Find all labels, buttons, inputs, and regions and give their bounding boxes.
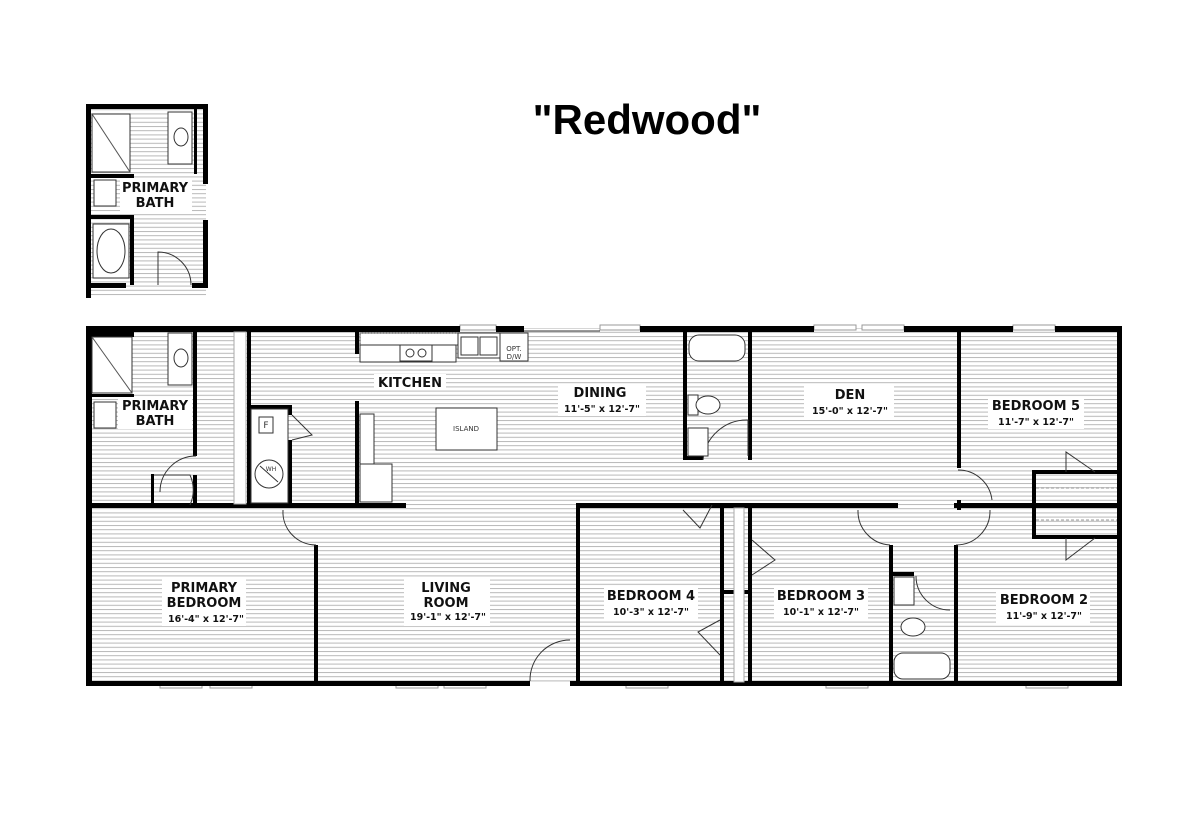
room-size: 19'-1" x 12'-7" xyxy=(410,612,486,623)
room-size: 16'-4" x 12'-7" xyxy=(168,614,244,625)
furnace-label: F xyxy=(263,421,268,431)
pantry-icon xyxy=(359,413,375,465)
room-name: ROOM xyxy=(423,596,468,611)
water-heater-label: WH xyxy=(266,466,276,473)
toilet-icon xyxy=(93,401,117,429)
room-name: KITCHEN xyxy=(378,376,442,391)
room-size: 11'-7" x 12'-7" xyxy=(998,417,1074,428)
room-primary-bedroom: PRIMARY BEDROOM 16'-4" x 12'-7" xyxy=(162,579,246,626)
room-primary-bath: PRIMARY BATH xyxy=(118,397,192,429)
room-kitchen: KITCHEN xyxy=(374,374,446,391)
inset-room-name-line1: PRIMARY xyxy=(122,181,189,196)
inset-room-name-line2: BATH xyxy=(136,196,175,211)
room-bedroom-2: BEDROOM 2 11'-9" x 12'-7" xyxy=(996,591,1090,623)
island-label: ISLAND xyxy=(453,425,479,433)
plan-title: "Redwood" xyxy=(532,96,762,143)
refrigerator-icon xyxy=(359,463,393,503)
room-size: 15'-0" x 12'-7" xyxy=(812,406,888,417)
sink-icon xyxy=(893,576,915,606)
room-bedroom-3: BEDROOM 3 10'-1" x 12'-7" xyxy=(774,587,868,619)
room-name: BEDROOM xyxy=(167,596,242,611)
kitchen-counter xyxy=(359,332,459,346)
room-name: PRIMARY xyxy=(171,581,238,596)
bathtub-icon xyxy=(893,652,951,680)
sink-icon xyxy=(687,427,709,457)
range-icon xyxy=(399,344,433,362)
room-size: 10'-1" x 12'-7" xyxy=(783,607,859,618)
room-name: DEN xyxy=(835,388,866,403)
inset-primary-bath: PRIMARY BATH xyxy=(86,104,208,298)
dishwasher xyxy=(499,332,529,362)
main-floor-plan: OPT. D/W ISLAND F WH PRIMARY BATH KITCHE… xyxy=(86,324,1122,689)
wall xyxy=(88,503,406,508)
room-name: PRIMARY xyxy=(122,399,189,414)
room-bedroom-5: BEDROOM 5 11'-7" x 12'-7" xyxy=(988,397,1084,429)
room-name: LIVING xyxy=(421,581,471,596)
furnace-icon xyxy=(258,416,274,434)
room-size: 11'-9" x 12'-7" xyxy=(1006,611,1082,622)
room-size: 11'-5" x 12'-7" xyxy=(564,404,640,415)
toilet-icon xyxy=(93,179,117,207)
room-name: BEDROOM 3 xyxy=(777,589,865,604)
bathtub-icon xyxy=(688,334,746,362)
room-name: DINING xyxy=(574,386,627,401)
room-bedroom-4: BEDROOM 4 10'-3" x 12'-7" xyxy=(604,587,698,619)
room-den: DEN 15'-0" x 12'-7" xyxy=(804,386,894,418)
island xyxy=(435,407,498,451)
dishwasher-label-line1: OPT. xyxy=(506,345,521,353)
room-dining: DINING 11'-5" x 12'-7" xyxy=(558,384,646,416)
room-size: 10'-3" x 12'-7" xyxy=(613,607,689,618)
room-name: BEDROOM 5 xyxy=(992,399,1080,414)
room-name: BEDROOM 4 xyxy=(607,589,695,604)
room-name: BATH xyxy=(136,414,175,429)
dishwasher-label-line2: D/W xyxy=(507,353,522,361)
toilet-icon xyxy=(900,617,926,637)
room-name: BEDROOM 2 xyxy=(1000,593,1088,608)
room-living-room: LIVING ROOM 19'-1" x 12'-7" xyxy=(404,579,490,626)
